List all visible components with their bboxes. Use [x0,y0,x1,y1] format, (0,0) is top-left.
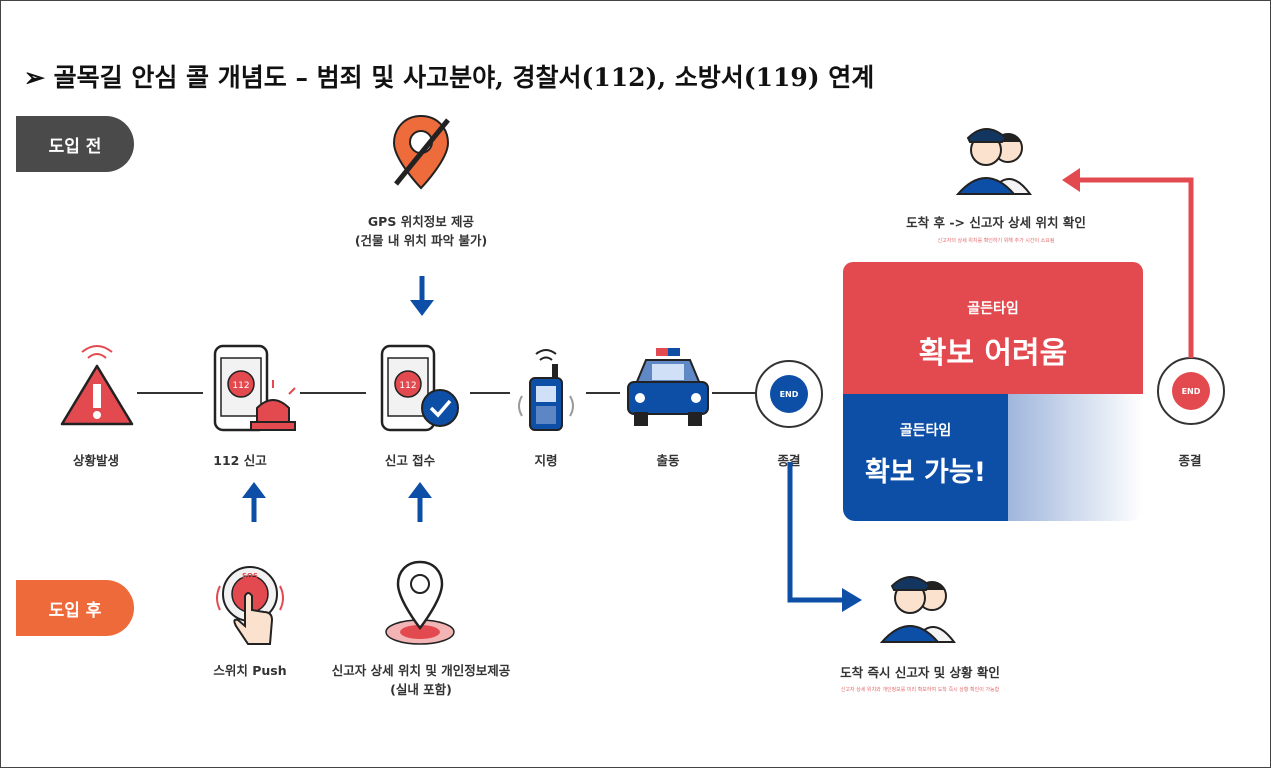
return-arrow-red [1062,168,1194,358]
top-officer-note: 신고자의 상세 위치를 확인하기 위해 추가 시간이 소요됨 [937,238,1055,244]
after-badge: 도입 후 [16,580,134,636]
arrow-down-icon [410,276,434,316]
flow-line [300,392,366,394]
step-report: 112 신고 [213,453,267,468]
golden-time-hard-box: 골든타임 확보 어려움 [843,262,1143,394]
golden-time-possible-box: 골든타임 확보 가능! [843,394,1008,521]
location-pin-icon [385,560,455,645]
flow-line [586,392,620,394]
svg-text:112: 112 [399,381,416,391]
bottom-officer-caption: 도착 즉시 신고자 및 상황 확인 [840,665,1000,680]
svg-text:SOS: SOS [242,572,258,580]
detail-info-label: 신고자 상세 위치 및 개인정보제공 (실내 포함) [331,663,511,697]
end-badge-red: END [1157,357,1225,425]
flow-line [712,392,756,394]
step-occur: 상황발생 [72,453,119,468]
phone-siren-icon: 112 [213,344,296,432]
end-badge-blue: END [755,360,823,428]
police-officers-icon [879,576,956,643]
switch-push-label: 스위치 Push [213,663,287,678]
forward-arrow-blue [787,462,862,612]
gps-label: GPS 위치정보 제공 (건물 내 위치 파악 불가) [354,214,488,248]
gps-pin-icon [392,114,450,190]
radio-icon [518,349,574,431]
step-end2: 종결 [1178,453,1202,468]
step-receive: 신고 접수 [384,453,436,468]
svg-text:112: 112 [232,381,249,391]
bottom-officer-note: 신고자 상세 위치와 개인정보를 미리 확보하여 도착 즉시 상황 확인이 가능… [840,687,1000,693]
before-badge: 도입 전 [16,116,134,172]
step-dispatch: 출동 [656,453,680,468]
arrow-up-icon [242,482,266,522]
flow-line [137,392,203,394]
sos-button-icon: SOS [216,566,284,645]
flow-line [470,392,510,394]
phone-check-icon: 112 [380,344,459,432]
arrow-up-icon [408,482,432,522]
top-officer-caption: 도착 후 -> 신고자 상세 위치 확인 [906,215,1086,230]
police-car-icon [627,348,709,426]
warning-icon [60,345,134,426]
step-end1: 종결 [777,453,801,468]
diagram-title: ➢ 골목길 안심 콜 개념도 – 범죄 및 사고분야, 경찰서(112), 소방… [24,63,875,92]
golden-time-gradient [1008,394,1143,521]
step-dispatch-order: 지령 [534,453,558,468]
police-officers-icon [955,128,1032,195]
